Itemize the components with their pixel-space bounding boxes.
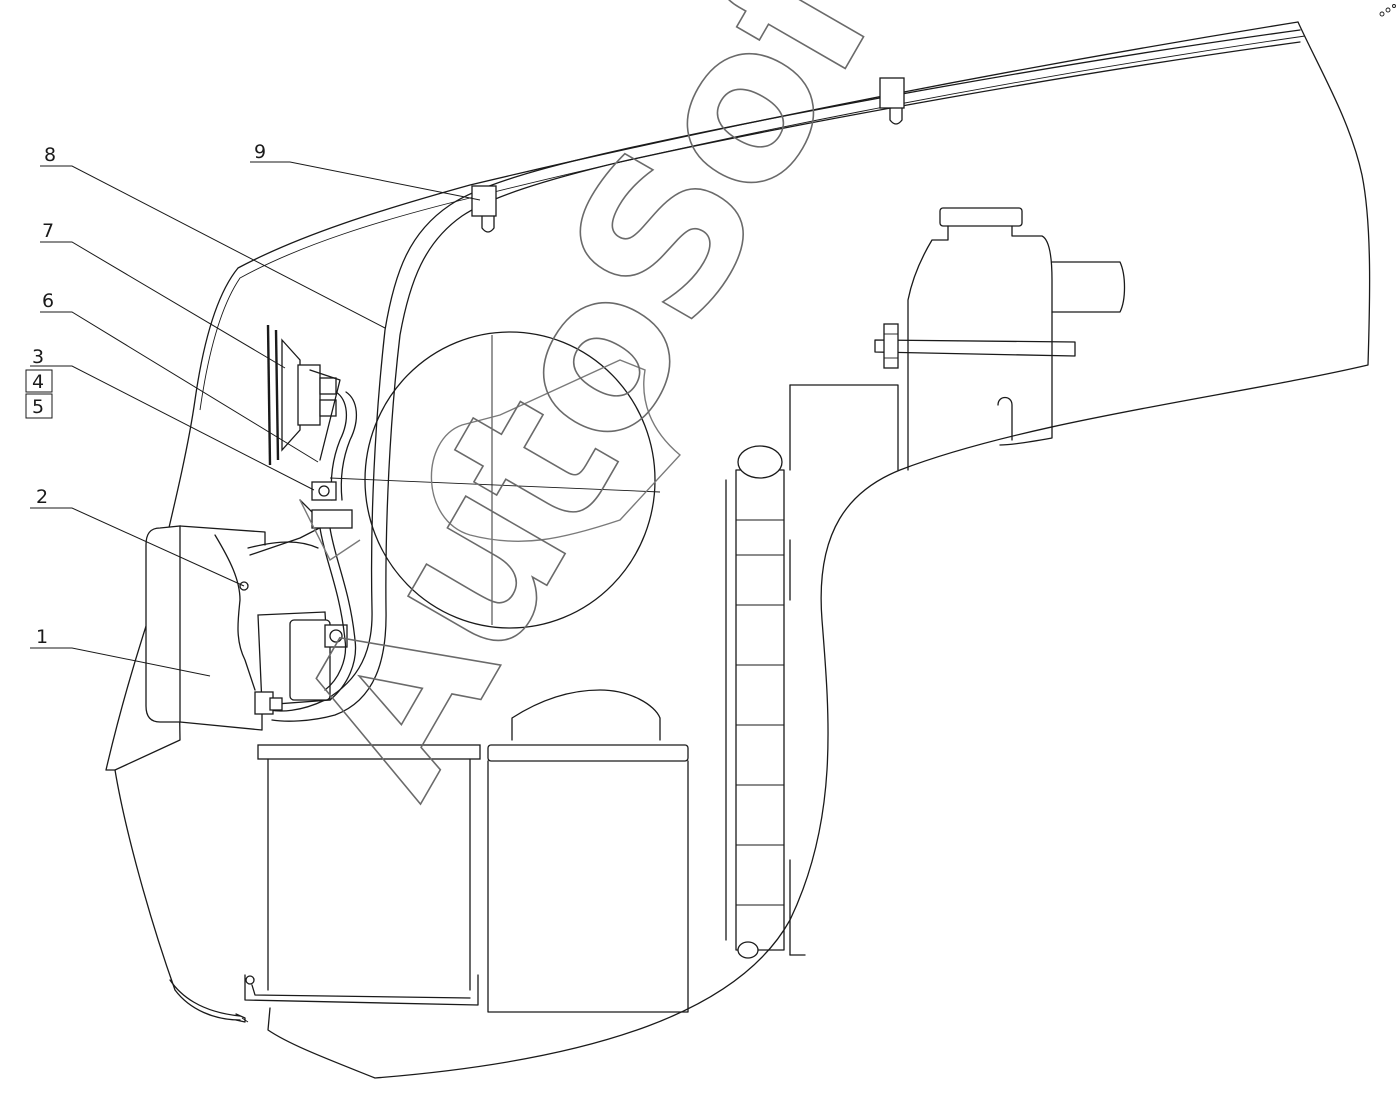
leader-1 (30, 647, 211, 677)
callout-4-box (25, 369, 53, 393)
watermark-text: AutoSoft (251, 0, 969, 830)
callout-6: 6 (42, 290, 54, 312)
horn-assembly (266, 324, 357, 501)
watermark-logo-shape (430, 359, 682, 542)
headlight-assembly (145, 519, 348, 731)
spare-wheel (329, 331, 661, 629)
callout-3: 3 (32, 346, 44, 368)
expansion-tank (874, 207, 1126, 471)
callout-1: 1 (36, 626, 48, 648)
leader-7 (40, 241, 286, 369)
callout-7: 7 (42, 220, 54, 242)
callout-labels: 1 2 3 4 5 6 7 8 9 (25, 141, 266, 648)
callout-8: 8 (44, 144, 56, 166)
leader-6 (40, 311, 319, 463)
callout-2: 2 (36, 486, 48, 508)
corner-mark (1379, 4, 1396, 17)
leader-2 (30, 507, 245, 587)
callout-9: 9 (254, 141, 266, 163)
leader-8 (40, 165, 386, 329)
mounting-bracket (299, 481, 357, 701)
harness-clip (879, 77, 905, 109)
leader-lines (30, 161, 481, 677)
leader-9 (250, 161, 481, 201)
battery-left (244, 744, 481, 1006)
leader-3 (30, 365, 315, 491)
callout-5: 5 (32, 396, 44, 418)
roof-harness (269, 29, 1301, 722)
lower-body-tab (169, 979, 246, 1023)
callout-4: 4 (32, 371, 44, 393)
harness-clip (471, 185, 497, 217)
watermark: AutoSoft (250, 0, 970, 831)
battery-right (487, 689, 689, 1013)
radiator-core (725, 384, 899, 959)
callout-5-box (25, 393, 53, 419)
